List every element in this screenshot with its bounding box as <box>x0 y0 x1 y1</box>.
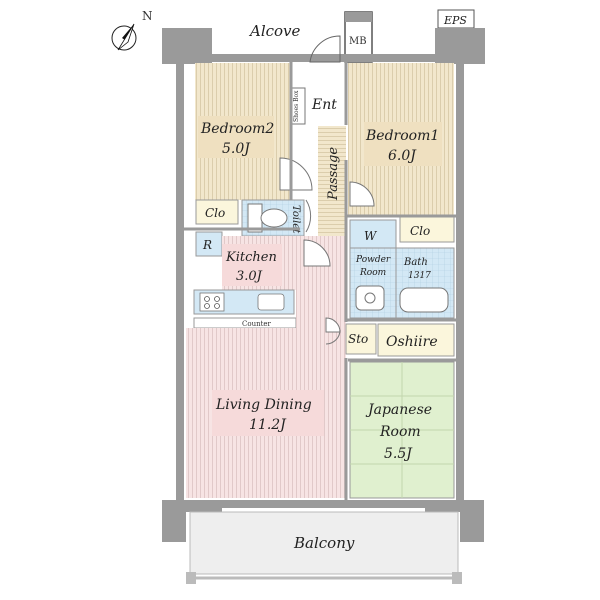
eps-label: EPS <box>443 14 467 27</box>
sto-label: Sto <box>348 332 368 346</box>
sink-icon <box>355 285 385 311</box>
toilet-door-swing <box>305 199 312 233</box>
bedroom1-size: 6.0J <box>388 148 417 164</box>
w-label: W <box>364 229 378 243</box>
storage <box>345 323 377 355</box>
bathtub-icon <box>399 287 449 313</box>
compass: N <box>111 9 153 51</box>
kitchen-size: 3.0J <box>236 269 263 284</box>
alcove-label: Alcove <box>248 22 301 40</box>
powder-label-1: Powder <box>355 255 391 265</box>
bath-size: 1317 <box>408 271 431 281</box>
bedroom2-size: 5.0J <box>222 141 251 157</box>
bedroom2-label-bg <box>198 116 274 158</box>
toilet-icon <box>260 208 288 228</box>
living-dining-label: Living Dining <box>215 397 312 413</box>
oshiire <box>377 323 455 357</box>
ld-door-swing <box>303 239 331 267</box>
counter-label: Counter <box>242 320 272 328</box>
japanese-label-2: Room <box>379 424 421 440</box>
stove-icon <box>199 292 225 312</box>
passage-label: Passage <box>326 147 341 201</box>
interior-walls <box>180 60 456 500</box>
bedroom1-label: Bedroom1 <box>365 128 439 144</box>
ld-label-bg <box>212 390 324 436</box>
r-label: R <box>202 238 212 252</box>
entry-door-swing <box>309 35 341 63</box>
bedroom2-label: Bedroom2 <box>200 121 274 137</box>
compass-label: N <box>142 9 153 23</box>
powder-label-2: Room <box>359 268 386 278</box>
mb-label: MB <box>349 36 367 47</box>
balcony-label: Balcony <box>293 534 355 552</box>
shoes-box-label: Shoes Box <box>293 90 300 122</box>
kitchen-label: Kitchen <box>225 250 277 265</box>
toilet-label: Toilet <box>290 205 301 234</box>
kitchen-label-bg <box>222 244 282 286</box>
refrigerator-space <box>195 231 223 257</box>
japanese-label-1: Japanese <box>365 402 432 418</box>
living-dining-size: 11.2J <box>249 417 287 433</box>
kitchen-sink-icon <box>257 293 285 311</box>
clo-right-label: Clo <box>410 224 430 238</box>
bath-label: Bath <box>403 257 428 268</box>
oshiire-label: Oshiire <box>386 334 438 350</box>
bedroom2-door-swing <box>279 157 313 191</box>
ent-label: Ent <box>311 97 337 113</box>
exterior-wall <box>176 54 464 508</box>
bedroom1-door-swing <box>349 181 375 207</box>
bedroom1-label-bg <box>364 122 442 166</box>
clo-left-label: Clo <box>205 206 225 220</box>
closet-right <box>399 215 455 243</box>
passage <box>318 126 346 244</box>
balcony <box>189 511 459 575</box>
japanese-size: 5.5J <box>384 446 413 462</box>
closet-left <box>195 199 239 225</box>
